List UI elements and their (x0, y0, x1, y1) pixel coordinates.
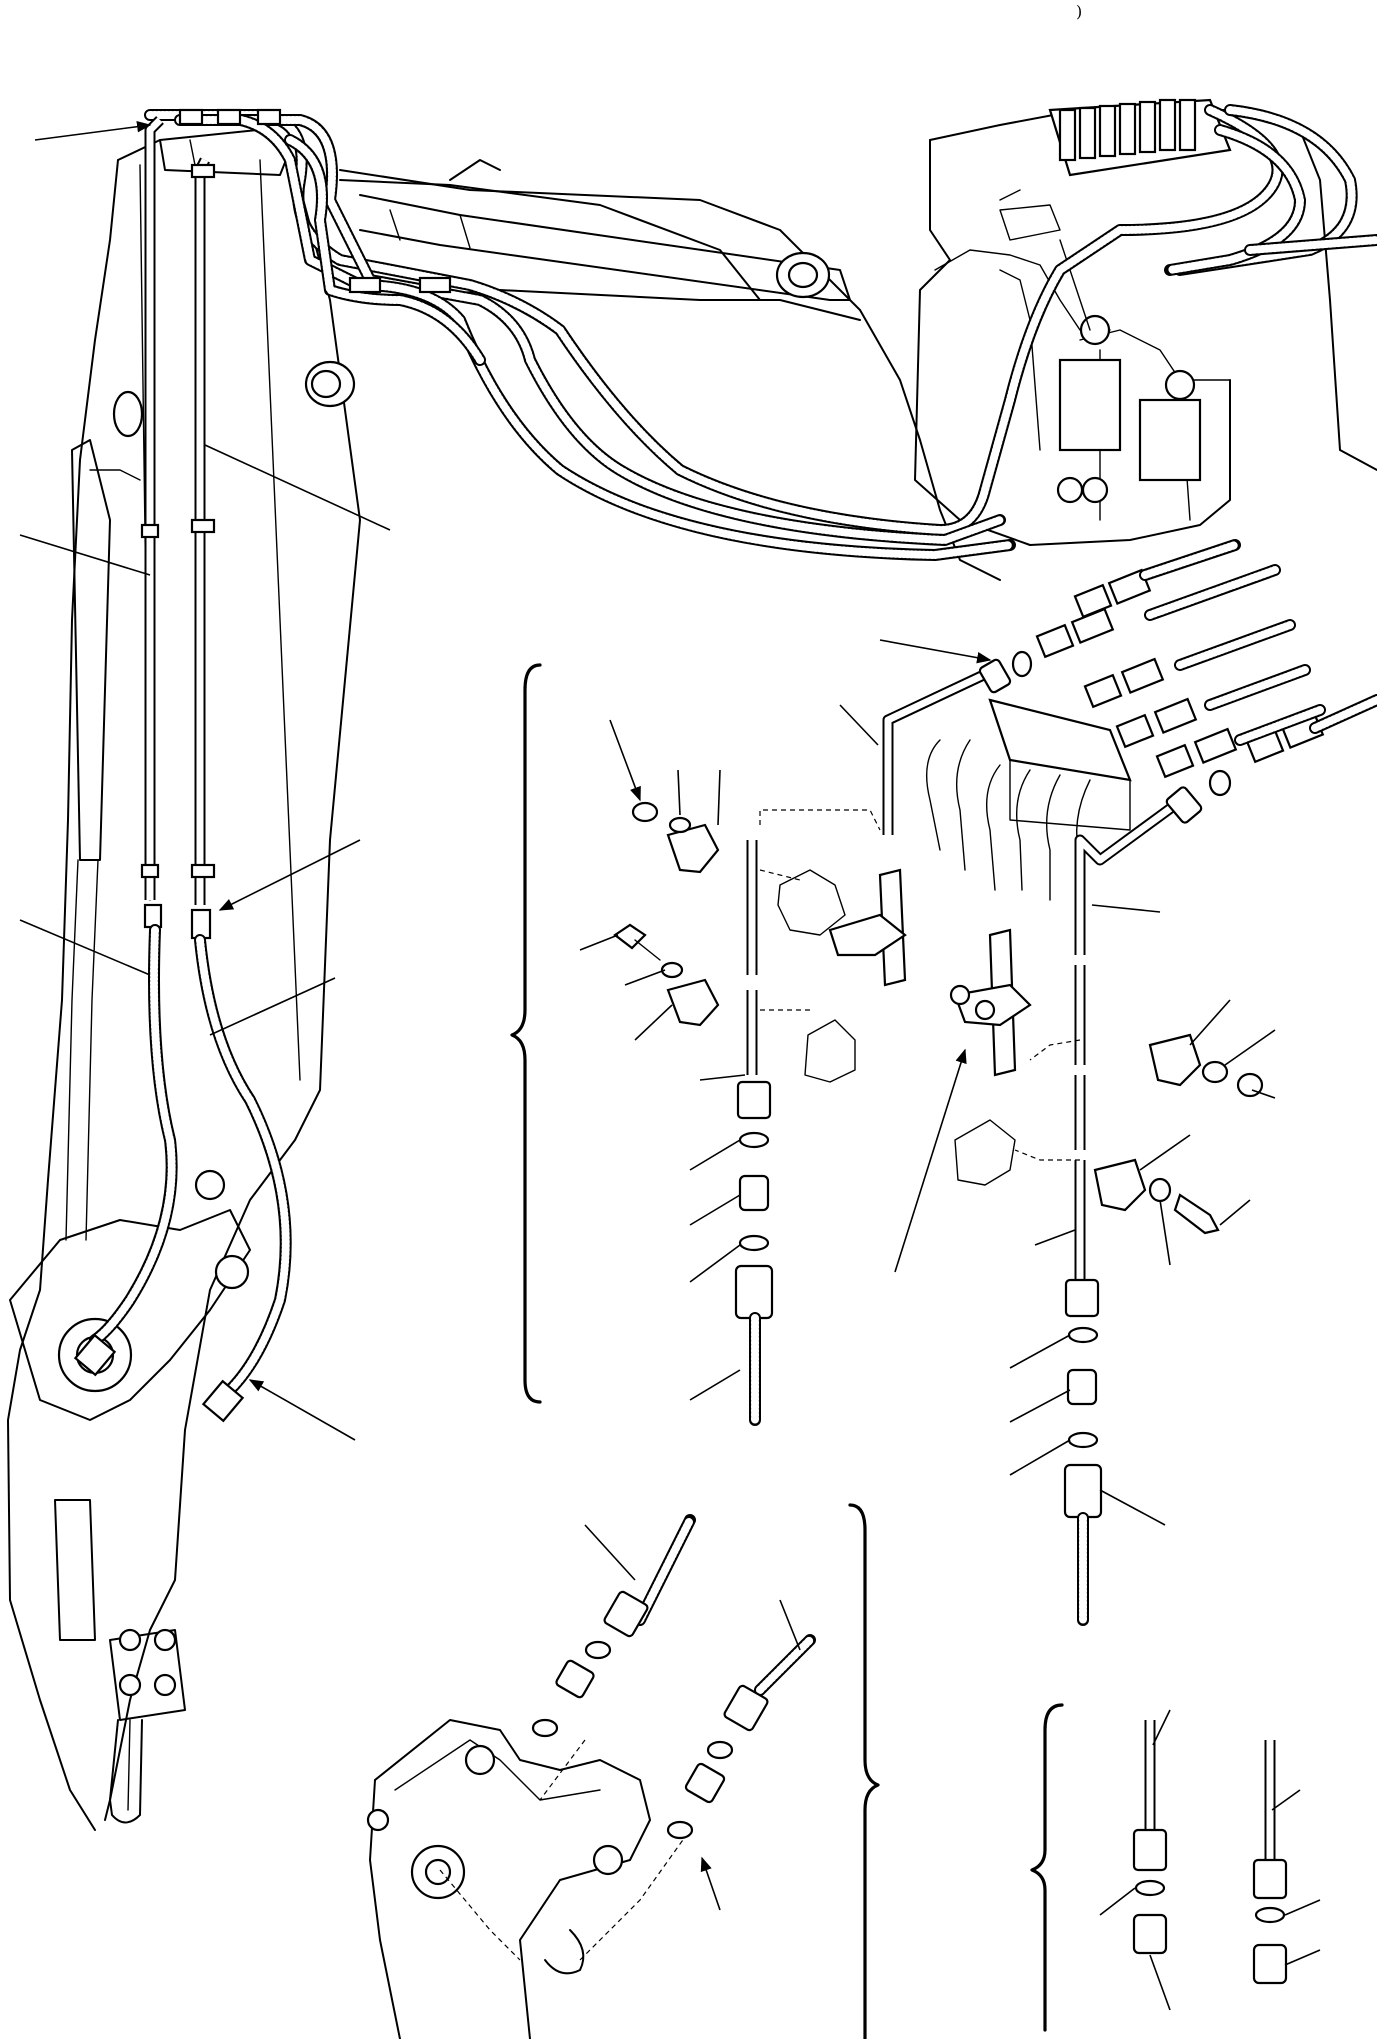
arm-pipes (73, 116, 292, 1423)
leader-pipe-f (1152, 1709, 1171, 1746)
leader-union-c (1009, 1389, 1071, 1423)
exploded-view-a-brace (510, 663, 542, 1404)
leader-pipe-c (699, 1074, 746, 1081)
page-corner-mark: ) (1076, 2, 1083, 21)
leader-plug-e (1149, 1954, 1171, 2011)
arrow-fitting (700, 1856, 721, 1911)
leader-hose-a (19, 919, 151, 976)
leader-washer-d (1159, 1199, 1171, 1266)
leader-hose-e (584, 1524, 636, 1581)
arrow-top-arm (34, 120, 152, 141)
leader-clamp-d (1139, 1134, 1191, 1171)
leader-bolt (579, 934, 619, 951)
leader-pipe-e (1034, 1229, 1076, 1246)
leader-oring-b (689, 1244, 741, 1283)
leader-washer-c (1224, 1029, 1276, 1066)
leader-clamp-a (717, 769, 721, 826)
hose-run-boom (144, 104, 1377, 561)
leader-oring-c (1009, 1334, 1071, 1369)
leader-bolt-d (1219, 1199, 1251, 1226)
arrow-nut (609, 719, 641, 802)
leader-oring-f (1284, 1899, 1321, 1916)
leader-hose-c (689, 1369, 741, 1401)
leader-l-pipe (839, 704, 879, 746)
leader-oring-d (1009, 1439, 1071, 1476)
leader-pipe-b (19, 534, 151, 576)
arrow-hammer (248, 1379, 356, 1441)
exploded-view-d (1030, 1703, 1288, 2032)
exploded-view-c (366, 1503, 880, 2039)
leader-lines (19, 120, 1321, 2011)
leader-pipe-d (1091, 904, 1161, 913)
leader-hose-f (779, 1599, 801, 1651)
leader-clamp-b (634, 1004, 673, 1041)
leader-pipe-g (1271, 1789, 1301, 1811)
leader-nut-c (1251, 1089, 1276, 1099)
valve-block (1058, 98, 1197, 162)
exploded-view-a (613, 801, 907, 1426)
block-fittings (1035, 568, 1325, 779)
leader-washer (677, 769, 681, 816)
arrow-block-pipe (879, 639, 992, 664)
leader-hose-b (209, 977, 336, 1036)
arrow-bracket (894, 1048, 967, 1273)
leader-hose-d (1099, 1489, 1166, 1526)
leader-pipe-a (204, 444, 391, 531)
leader-washer-b (624, 969, 666, 986)
leader-union-a (689, 1194, 741, 1226)
leader-oring-a (689, 1139, 741, 1171)
exploded-view-b (882, 539, 1377, 1626)
leader-plug-f (1284, 1949, 1321, 1966)
leader-clamp-c (1189, 999, 1231, 1046)
leader-oring-e (1099, 1887, 1136, 1916)
arrow-mid-arm (218, 839, 361, 911)
boom-arm (7, 129, 361, 1831)
